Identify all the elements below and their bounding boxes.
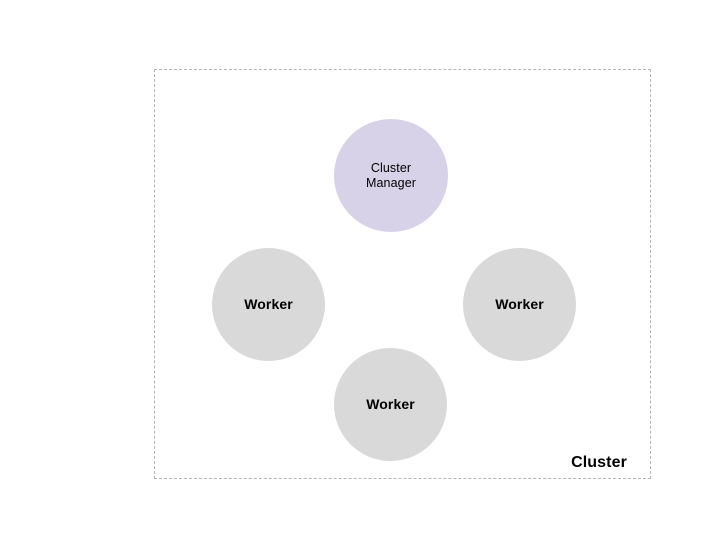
- node-worker-bottom-label: Worker: [366, 396, 415, 413]
- node-cluster-manager[interactable]: Cluster Manager: [334, 119, 448, 232]
- node-worker-right-label: Worker: [495, 296, 544, 313]
- node-worker-left[interactable]: Worker: [212, 248, 325, 361]
- node-cluster-manager-label: Cluster Manager: [365, 160, 417, 190]
- node-worker-left-label: Worker: [244, 296, 293, 313]
- node-worker-right[interactable]: Worker: [463, 248, 576, 361]
- cluster-boundary-caption: Cluster: [571, 454, 627, 471]
- node-worker-bottom[interactable]: Worker: [334, 348, 447, 461]
- cluster-boundary: [154, 69, 651, 479]
